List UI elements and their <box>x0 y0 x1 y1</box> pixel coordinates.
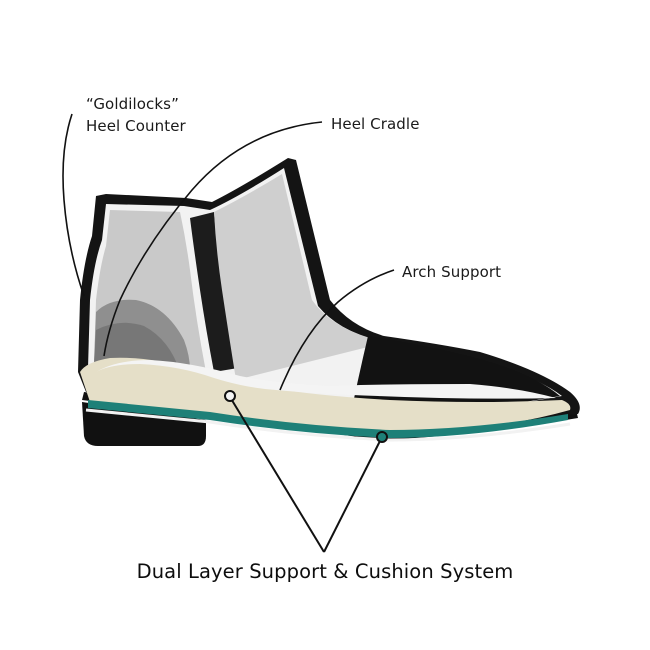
leader-line-system-left <box>229 396 325 553</box>
callout-dot-support <box>376 431 388 443</box>
label-heel-counter-line1: “Goldilocks” <box>86 95 179 113</box>
label-heel-counter-line2: Heel Counter <box>86 117 186 135</box>
label-dual-layer-system: Dual Layer Support & Cushion System <box>136 560 514 583</box>
callout-dot-cushion <box>224 390 236 402</box>
leader-line-heel-cradle <box>103 121 323 357</box>
label-heel-cradle: Heel Cradle <box>331 115 420 133</box>
footbed-white-top <box>96 360 556 399</box>
midsole-white-line <box>85 408 571 442</box>
elastic-gore <box>190 212 238 372</box>
support-layer-teal <box>88 400 568 438</box>
label-arch-support: Arch Support <box>402 263 502 281</box>
front-upper-panel <box>214 174 380 380</box>
leader-line-heel-counter <box>62 113 85 297</box>
leader-line-arch-support <box>279 269 395 391</box>
label-heel-counter: “Goldilocks” Heel Counter <box>86 93 186 137</box>
leader-line-system-right <box>323 436 383 553</box>
